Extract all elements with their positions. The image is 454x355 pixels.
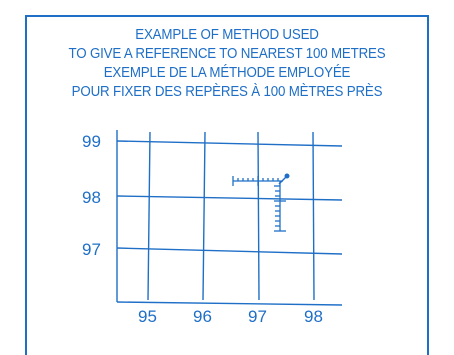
easting-label-96: 96: [193, 307, 212, 326]
easting-line-95: [147, 131, 151, 301]
x-axis: [116, 301, 343, 306]
easting-line-96: [202, 131, 206, 301]
northing-scale: [274, 181, 286, 232]
easting-scale: [232, 176, 283, 186]
caption-line-1: EXAMPLE OF METHOD USED: [135, 27, 319, 43]
easting-label-95: 95: [138, 307, 157, 326]
northing-line-97: [116, 247, 343, 255]
northing-label-97: 97: [82, 240, 101, 259]
caption-line-2: TO GIVE A REFERENCE TO NEAREST 100 METRE…: [68, 46, 386, 62]
diagram-border: [25, 15, 429, 355]
grid-reference-point-icon: [278, 173, 290, 185]
northing-line-98: [116, 195, 343, 201]
easting-label-98: 98: [304, 307, 323, 326]
northing-line-99: [116, 140, 343, 147]
map-reference-diagram: EXAMPLE OF METHOD USED TO GIVE A REFEREN…: [25, 15, 429, 355]
northing-label-99: 99: [82, 132, 101, 151]
easting-label-97: 97: [248, 307, 267, 326]
caption-line-4: POUR FIXER DES REPÈRES À 100 MÈTRES PRÈS: [71, 84, 383, 100]
caption-line-3: EXEMPLE DE LA MÉTHODE EMPLOYÉE: [103, 65, 351, 81]
easting-line-98: [312, 131, 315, 301]
grid-diagram: 99 98 97 95 96 97 98: [82, 130, 343, 326]
diagram-caption: EXAMPLE OF METHOD USED TO GIVE A REFEREN…: [41, 26, 413, 102]
easting-line-97: [257, 131, 260, 301]
northing-label-98: 98: [82, 188, 101, 207]
